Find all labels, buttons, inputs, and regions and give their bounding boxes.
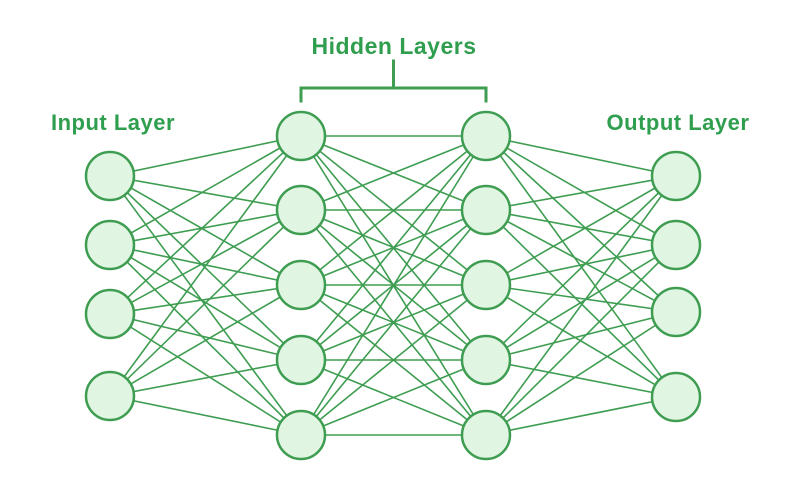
connection-line	[485, 244, 677, 286]
connection-line	[300, 135, 487, 211]
connection-line	[109, 395, 302, 436]
connection-line	[109, 209, 302, 246]
connection-line	[485, 175, 677, 286]
hidden-layer-2-node	[460, 334, 512, 386]
connection-line	[109, 175, 302, 286]
hidden-layers-label: Hidden Layers	[312, 33, 477, 59]
connection-line	[300, 209, 487, 436]
hidden-layer-2-node	[460, 409, 512, 461]
output-layer-node	[650, 371, 702, 423]
connection-line	[109, 135, 302, 315]
input-layer-node	[84, 150, 136, 202]
connection-line	[485, 209, 677, 398]
connection-line	[300, 359, 487, 436]
connection-line	[485, 175, 677, 436]
connection-line	[300, 135, 487, 436]
hidden-layer-1-node	[275, 259, 327, 311]
neuron-nodes	[84, 110, 702, 461]
connection-line	[109, 135, 302, 397]
connection-lines	[109, 135, 677, 436]
connection-line	[485, 311, 677, 361]
connection-line	[300, 135, 487, 286]
output-layer-node	[650, 286, 702, 338]
output-layer-label: Output Layer	[607, 110, 750, 135]
connection-line	[485, 135, 677, 246]
connection-line	[109, 135, 302, 246]
hidden-layers-bracket	[299, 59, 488, 103]
hidden-layer-2-node	[460, 110, 512, 162]
connection-line	[485, 284, 677, 313]
hidden-layer-1-node	[275, 334, 327, 386]
input-layer-label: Input Layer	[51, 110, 175, 135]
input-layer-node	[84, 288, 136, 340]
connection-line	[109, 313, 302, 436]
connection-line	[109, 175, 302, 211]
connection-line	[109, 313, 302, 361]
hidden-layer-2-node	[460, 184, 512, 236]
connection-line	[109, 175, 302, 361]
connection-line	[109, 175, 302, 436]
connection-line	[485, 244, 677, 361]
connection-line	[485, 209, 677, 313]
connection-line	[485, 359, 677, 398]
connection-line	[109, 359, 302, 397]
connection-line	[485, 244, 677, 436]
connection-line	[109, 209, 302, 397]
connection-line	[109, 284, 302, 315]
connection-line	[485, 135, 677, 313]
connection-line	[485, 209, 677, 246]
output-layer-node	[650, 150, 702, 202]
connection-line	[485, 135, 677, 398]
connection-line	[485, 175, 677, 211]
hidden-layer-2-node	[460, 259, 512, 311]
hidden-layer-1-node	[275, 184, 327, 236]
connection-line	[109, 284, 302, 397]
output-layer-node	[650, 219, 702, 271]
connection-line	[300, 284, 487, 436]
connection-line	[485, 311, 677, 436]
hidden-layer-1-node	[275, 110, 327, 162]
connection-line	[485, 135, 677, 177]
connection-line	[109, 135, 302, 177]
connection-line	[485, 396, 677, 436]
hidden-layer-1-node	[275, 409, 327, 461]
connection-line	[485, 175, 677, 361]
connection-line	[109, 209, 302, 315]
connection-line	[300, 135, 487, 361]
input-layer-node	[84, 370, 136, 422]
input-layer-node	[84, 219, 136, 271]
